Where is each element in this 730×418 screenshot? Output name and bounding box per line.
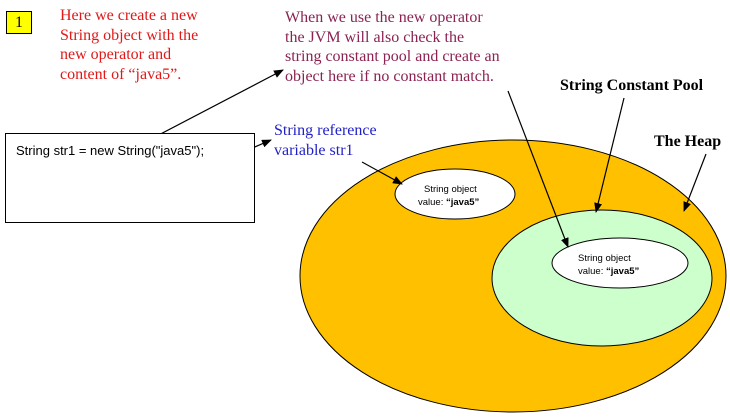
step-number-badge: 1 (6, 11, 32, 34)
heap-object-line2: value: “java5” (418, 197, 480, 208)
heap-label: The Heap (654, 133, 722, 150)
heap-object-line1: String object (424, 184, 477, 195)
note-line: Here we create a new (60, 7, 198, 24)
heap-string-object (394, 168, 516, 220)
reference-variable-note: String reference variable str1 (274, 121, 377, 160)
note-line: When we use the new operator (285, 9, 483, 26)
pool-object-line1: String object (578, 253, 631, 264)
note-line: variable str1 (274, 141, 354, 159)
pool-object-line2: value: “java5” (578, 266, 640, 277)
constant-pool-check-note: When we use the new operator the JVM wil… (285, 8, 500, 86)
pool-string-object (551, 237, 689, 289)
arrow-heap-label-to-heap (683, 153, 707, 212)
note-line: string constant pool and create an (285, 48, 500, 65)
new-operator-note: Here we create a new String object with … (60, 6, 198, 84)
note-line: object here if no constant match. (285, 67, 494, 85)
note-line: new operator and (60, 46, 172, 63)
arrow-note-to-pool-object (507, 90, 569, 248)
arrow-reference-to-heap-object (361, 161, 403, 185)
code-statement: String str1 = new String("java5"); (16, 143, 205, 158)
note-line: content of “java5”. (60, 65, 182, 83)
arrow-pool-label-to-pool (594, 97, 625, 213)
note-line: String object with the (60, 26, 199, 44)
code-box: String str1 = new String("java5"); (5, 133, 255, 223)
note-line: String reference (274, 122, 377, 139)
string-constant-pool-label: String Constant Pool (560, 77, 704, 94)
note-line: the JVM will also check the (285, 28, 465, 46)
